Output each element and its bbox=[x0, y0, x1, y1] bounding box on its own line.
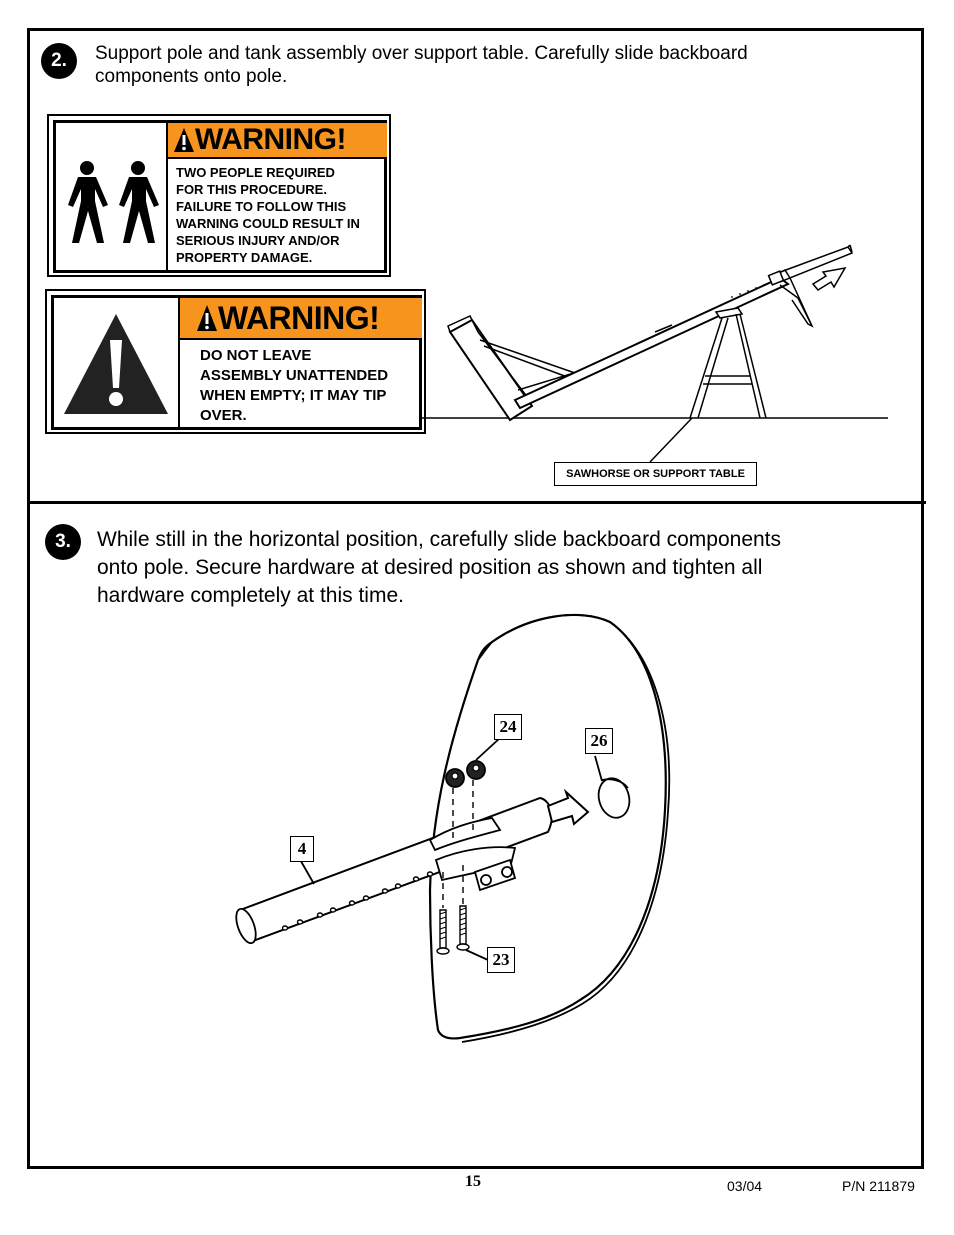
pole-on-sawhorse-illustration bbox=[422, 244, 888, 463]
exclamation-triangle-icon bbox=[197, 305, 217, 331]
callout-26: 26 bbox=[585, 728, 613, 754]
section-divider bbox=[27, 501, 926, 504]
callout-24: 24 bbox=[494, 714, 522, 740]
warning-2-heading: WARNING! bbox=[218, 299, 380, 336]
step-3-line-1: While still in the horizontal position, … bbox=[97, 528, 782, 551]
exclamation-triangle-icon bbox=[174, 128, 194, 152]
backboard-assembly-illustration bbox=[235, 613, 671, 1043]
two-people-icon bbox=[68, 161, 159, 243]
page-frame bbox=[27, 28, 924, 1169]
step-2-line-1: Support pole and tank assembly over supp… bbox=[95, 43, 748, 64]
callout-4: 4 bbox=[290, 836, 314, 862]
part-number: P/N 211879 bbox=[842, 1178, 915, 1194]
warning-2-text: DO NOT LEAVE ASSEMBLY UNATTENDED WHEN EM… bbox=[200, 347, 389, 424]
step-3-badge: 3. bbox=[45, 524, 81, 560]
direction-arrow bbox=[811, 266, 847, 291]
step-3-line-3: hardware completely at this time. bbox=[97, 584, 404, 607]
exclamation-triangle-large-icon bbox=[64, 314, 168, 414]
step-2-badge: 2. bbox=[41, 43, 77, 79]
step-3-line-2: onto pole. Secure hardware at desired po… bbox=[97, 556, 763, 579]
warning-1-text: TWO PEOPLE REQUIRED FOR THIS PROCEDURE. … bbox=[176, 165, 360, 265]
support-table-label: SAWHORSE OR SUPPORT TABLE bbox=[554, 462, 757, 486]
page-number: 15 bbox=[465, 1173, 481, 1190]
step-2-line-2: components onto pole. bbox=[95, 66, 288, 87]
step-2-instructions: Support pole and tank assembly over supp… bbox=[95, 42, 748, 88]
warning-1-heading: WARNING! bbox=[195, 123, 346, 156]
callout-23: 23 bbox=[487, 947, 515, 973]
warning-tip-over: WARNING! DO NOT LEAVE ASSEMBLY UNATTENDE… bbox=[45, 289, 426, 434]
insert-arrow bbox=[546, 788, 590, 826]
revision-date: 03/04 bbox=[727, 1178, 763, 1194]
warning-1-header: WARNING! bbox=[168, 123, 387, 159]
warning-2-header: WARNING! bbox=[180, 298, 422, 340]
warning-two-people: WARNING! TWO PEOPLE REQUIRED FOR THIS PR… bbox=[47, 114, 391, 277]
step-3-instructions: While still in the horizontal position, … bbox=[97, 526, 781, 610]
